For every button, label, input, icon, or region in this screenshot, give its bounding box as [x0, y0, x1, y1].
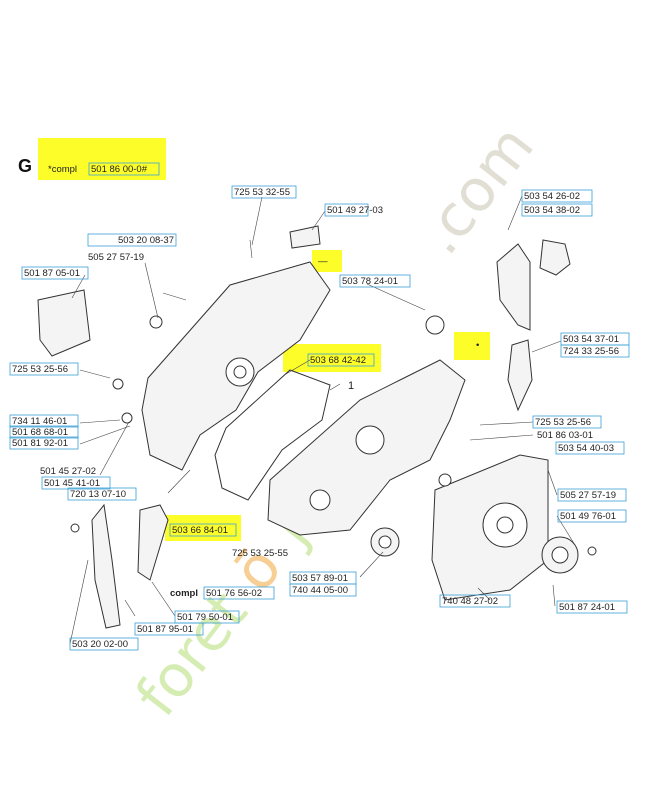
part-label[interactable]: 501 49 76-01	[560, 511, 616, 522]
label-box	[69, 637, 139, 651]
part-label[interactable]: 503 78 24-01	[342, 276, 398, 287]
label-box	[557, 488, 627, 502]
highlight-503-68	[283, 344, 381, 372]
part-label[interactable]: 505 27 57-19	[88, 252, 144, 263]
part-label[interactable]: 734 11 46-01	[12, 416, 67, 427]
part-label[interactable]: 503 54 26-02	[524, 191, 580, 202]
label-box	[134, 622, 204, 636]
part-label[interactable]: 501 87 05-01	[24, 268, 80, 279]
highlight-small	[312, 250, 342, 272]
label-box	[41, 476, 111, 490]
part-label[interactable]: 503 20 02-00	[72, 639, 128, 650]
label-box	[555, 441, 625, 455]
label-box	[289, 583, 357, 597]
part-label[interactable]: 725 53 25-55	[232, 548, 288, 559]
section-letter: G	[18, 156, 32, 176]
label-box	[339, 274, 411, 288]
label-box	[521, 189, 593, 203]
label-box	[203, 586, 275, 600]
part-label[interactable]: 505 27 57-19	[560, 490, 616, 501]
compl-header-box	[88, 162, 160, 176]
label-box	[169, 523, 237, 537]
label-box	[87, 233, 177, 247]
compl-header-highlight	[38, 138, 166, 180]
parts-drawing	[37, 225, 597, 629]
highlight-right	[454, 332, 490, 360]
label-box	[9, 425, 79, 439]
label-box	[21, 266, 89, 280]
part-label[interactable]: 725 53 32-55	[234, 187, 290, 198]
part-label[interactable]: 501 45 27-02	[40, 466, 96, 477]
part-label[interactable]: 501 86 03-01	[537, 430, 593, 441]
highlight-503-66	[165, 515, 241, 541]
part-label[interactable]: 501 87 95-01	[137, 624, 193, 635]
part-labels: 725 53 32-55 501 49 27-03 503 20 08-37 5…	[9, 185, 630, 651]
part-label[interactable]: 725 53 25-56	[535, 417, 591, 428]
part-label[interactable]: 503 54 40-03	[558, 443, 614, 454]
part-label[interactable]: 724 33 25-56	[563, 346, 619, 357]
watermark-part1: foret	[122, 579, 260, 729]
callout-dash: —	[318, 256, 328, 267]
part-label[interactable]: 501 79 50-01	[177, 612, 233, 623]
part-label[interactable]: 503 54 37-01	[563, 334, 619, 345]
label-box	[556, 600, 628, 614]
part-label[interactable]: 503 66 84-01	[172, 525, 228, 536]
label-box	[174, 610, 240, 624]
compl-header-part[interactable]: 501 86 00-0#	[91, 164, 148, 175]
label-box	[521, 203, 593, 217]
part-label[interactable]: 503 54 38-02	[524, 205, 580, 216]
label-box	[532, 415, 602, 429]
part-label[interactable]: 503 57 89-01	[292, 573, 348, 584]
part-label[interactable]: 740 48 27-02	[442, 596, 498, 607]
part-label[interactable]: 740 44 05-00	[292, 585, 348, 596]
part-label[interactable]: 725 53 25-56	[12, 364, 68, 375]
part-label[interactable]: 501 81 92-01	[12, 438, 68, 449]
label-box	[560, 344, 630, 358]
label-box	[67, 487, 137, 501]
compl-prefix: compl	[170, 588, 198, 599]
leader-lines	[69, 195, 576, 645]
label-box	[231, 185, 297, 199]
part-label[interactable]: 501 68 68-01	[12, 427, 68, 438]
callout-1: 1	[348, 380, 354, 392]
part-label[interactable]: 503 68 42-42	[310, 355, 366, 366]
label-box	[324, 203, 369, 217]
callout-dot: •	[476, 340, 479, 351]
part-label[interactable]: 501 87 24-01	[559, 602, 615, 613]
part-label[interactable]: 501 49 27-03	[327, 205, 383, 216]
label-box	[307, 353, 375, 367]
label-box	[9, 414, 79, 428]
part-label[interactable]: 503 20 08-37	[118, 235, 174, 246]
label-box	[557, 509, 627, 523]
part-label[interactable]: 501 45 41-01	[44, 478, 100, 489]
label-box	[9, 436, 79, 450]
compl-header-prefix: *compl	[48, 164, 77, 175]
label-box	[439, 594, 511, 608]
part-label[interactable]: 501 76 56-02	[206, 588, 262, 599]
label-box	[9, 362, 79, 376]
part-label[interactable]: 720 13 07-10	[70, 489, 126, 500]
